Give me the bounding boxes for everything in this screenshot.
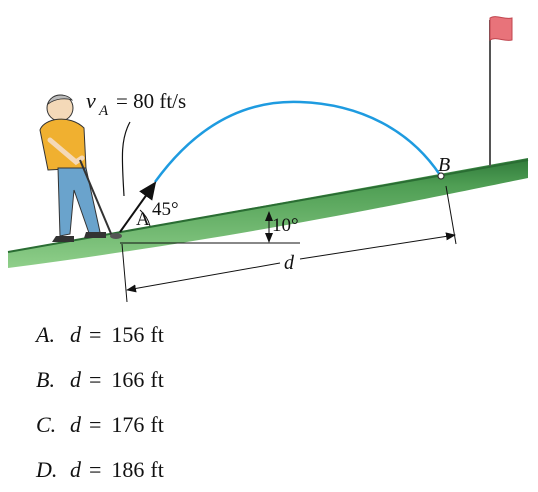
option-value: 186 <box>111 456 145 482</box>
velocity-leader-line <box>121 121 131 197</box>
option-equals: = <box>89 411 102 437</box>
velocity-label-value: = 80 ft/s <box>116 89 186 113</box>
point-a-label: A <box>136 209 150 230</box>
option-letter: D. <box>36 456 58 482</box>
distance-dimension-line-left <box>126 262 281 293</box>
option-letter: A. <box>36 321 55 347</box>
velocity-label-var: v <box>86 88 96 113</box>
option-variable: d <box>70 366 81 392</box>
option-equals: = <box>89 366 102 392</box>
projectile-diagram: v A = 80 ft/s 45° A 10° B d <box>7 16 529 303</box>
option-b[interactable]: B. d = 166 ft <box>36 357 336 402</box>
point-b-label: B <box>438 154 450 176</box>
point-b-marker <box>437 172 445 180</box>
option-d[interactable]: D. d = 186 ft <box>36 447 336 492</box>
trajectory-curve <box>153 100 442 183</box>
option-value: 176 <box>111 411 145 437</box>
option-a[interactable]: A. d = 156 ft <box>36 312 336 357</box>
option-equals: = <box>89 321 102 347</box>
slope-angle-label: 10° <box>272 215 299 236</box>
extension-line-a <box>121 243 128 303</box>
option-variable: d <box>70 411 81 437</box>
option-unit: ft <box>150 366 164 392</box>
distance-label: d <box>284 252 295 274</box>
option-unit: ft <box>150 411 164 437</box>
velocity-label-sub: A <box>98 103 109 119</box>
option-variable: d <box>70 321 81 347</box>
option-unit: ft <box>150 321 164 347</box>
flag-icon <box>489 16 513 41</box>
option-value: 166 <box>111 366 145 392</box>
option-variable: d <box>70 456 81 482</box>
option-unit: ft <box>150 456 164 482</box>
launch-angle-arc <box>139 209 151 227</box>
launch-angle-label: 45° <box>152 199 179 220</box>
option-c[interactable]: C. d = 176 ft <box>36 402 336 447</box>
distance-dimension-line-right <box>299 232 456 260</box>
option-letter: C. <box>36 411 57 437</box>
option-value: 156 <box>111 321 145 347</box>
golfer-figure <box>39 94 122 242</box>
option-equals: = <box>89 456 102 482</box>
option-letter: B. <box>36 366 55 392</box>
velocity-arrow <box>119 181 157 233</box>
answer-options: A. d = 156 ft B. d = 166 ft C. d = 176 f… <box>36 312 336 492</box>
